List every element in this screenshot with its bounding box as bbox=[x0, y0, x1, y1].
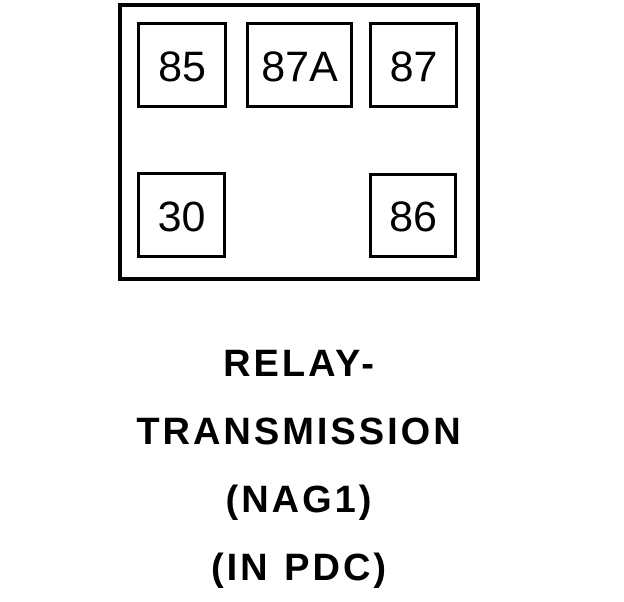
relay-caption: RELAY- TRANSMISSION (NAG1) (IN PDC) bbox=[0, 330, 600, 602]
caption-line-4: (IN PDC) bbox=[210, 547, 390, 589]
terminal-87-label: 87 bbox=[389, 42, 438, 91]
caption-line-3: (NAG1) bbox=[225, 479, 375, 521]
caption-line-2: TRANSMISSION bbox=[136, 411, 464, 453]
terminal-30-label: 30 bbox=[157, 192, 206, 241]
relay-body-outline: 85 87A 87 30 86 bbox=[118, 3, 480, 281]
caption-line-1: RELAY- bbox=[223, 343, 377, 385]
terminal-86: 86 bbox=[369, 173, 457, 258]
terminal-85: 85 bbox=[137, 22, 227, 108]
terminal-87a-label: 87A bbox=[261, 42, 338, 91]
terminal-86-label: 86 bbox=[389, 193, 437, 241]
terminal-87a: 87A bbox=[246, 22, 353, 108]
terminal-85-label: 85 bbox=[158, 42, 206, 91]
terminal-87: 87 bbox=[369, 22, 458, 108]
terminal-30: 30 bbox=[137, 172, 226, 258]
